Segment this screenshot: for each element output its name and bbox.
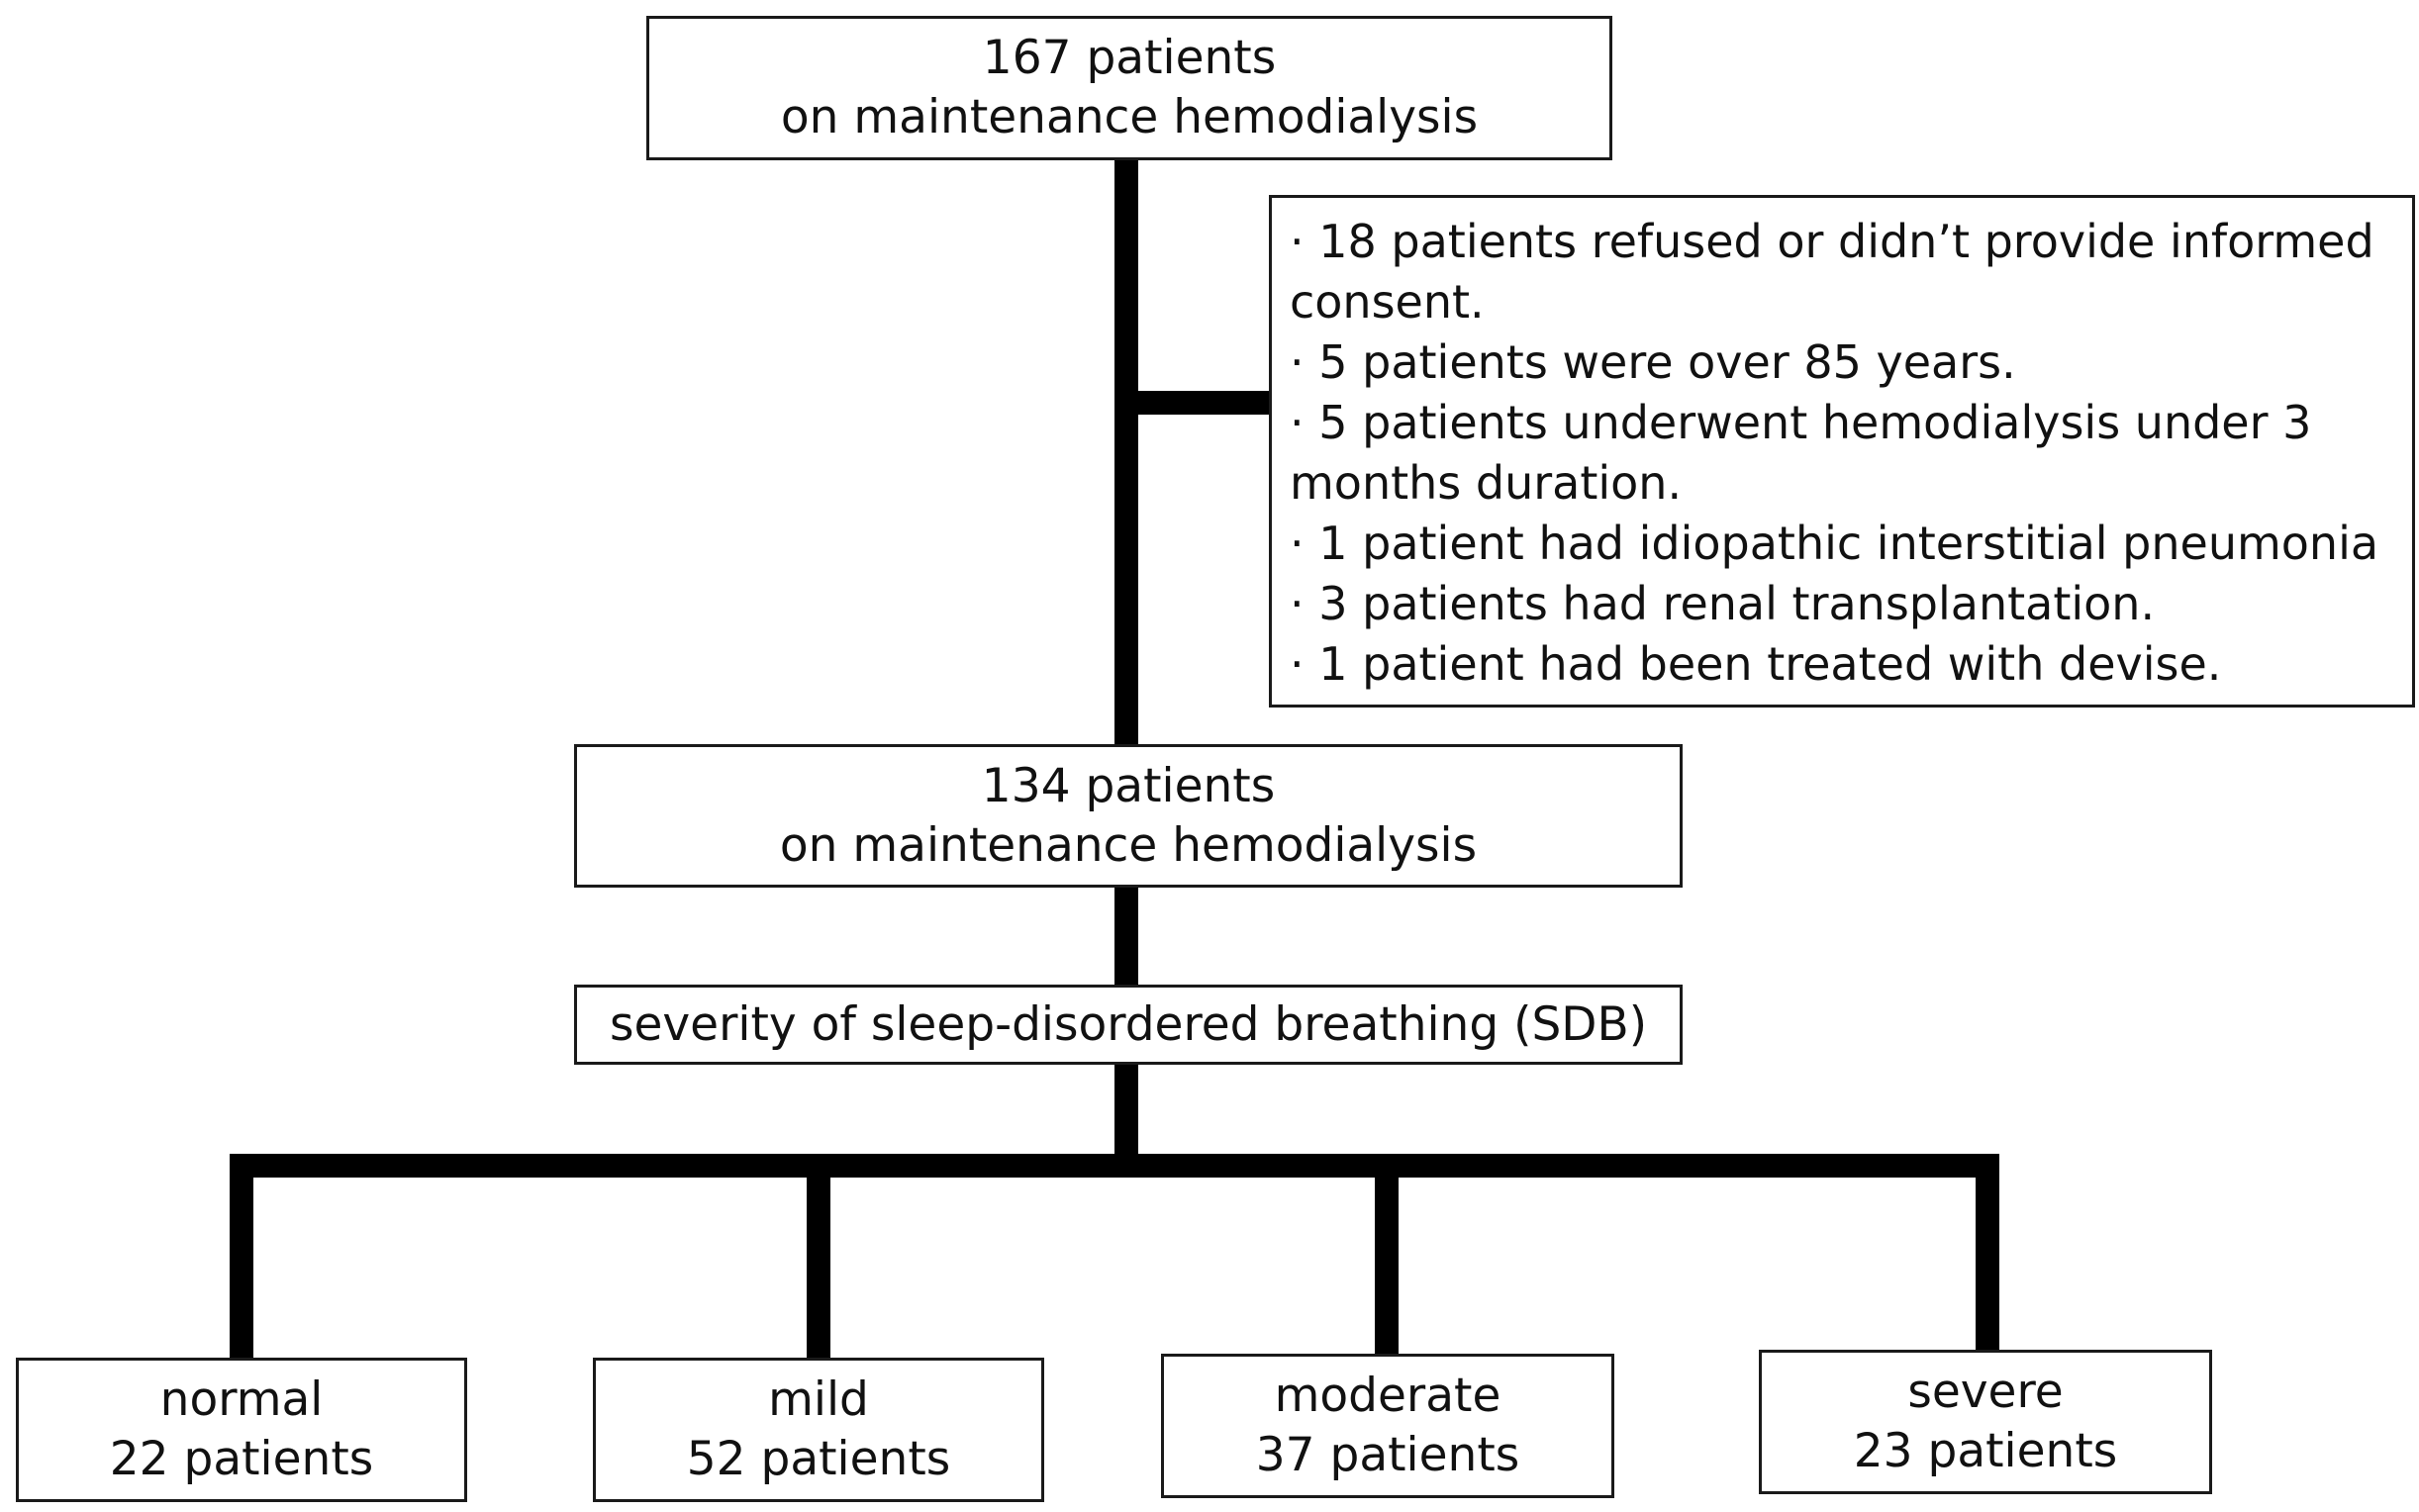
exclusion-line: · 5 patients were over 85 years. <box>1290 335 2016 389</box>
group-count: 52 patients <box>686 1432 951 1486</box>
group-category: moderate <box>1274 1369 1501 1423</box>
exclusion-line: · 3 patients had renal transplantation. <box>1290 577 2156 630</box>
top-box: 167 patients on maintenance hemodialysis <box>646 16 1612 160</box>
middle-box: 134 patients on maintenance hemodialysis <box>574 744 1683 888</box>
exclusion-line: · 18 patients refused or didn’t provide … <box>1290 215 2374 268</box>
group-category: normal <box>159 1372 324 1427</box>
connector-middle-to-severity <box>1114 886 1138 985</box>
branch-moderate-line <box>1375 1154 1399 1356</box>
exclusion-line: · 5 patients underwent hemodialysis unde… <box>1290 396 2312 449</box>
connector-top-to-middle <box>1114 160 1138 744</box>
group-count: 37 patients <box>1255 1428 1520 1482</box>
middle-box-label: on maintenance hemodialysis <box>779 817 1478 873</box>
group-box-moderate: moderate 37 patients <box>1161 1354 1614 1498</box>
branch-severe-line <box>1976 1154 1999 1352</box>
exclusion-criteria-box: · 18 patients refused or didn’t provide … <box>1269 195 2415 708</box>
top-box-count: 167 patients <box>982 31 1277 85</box>
connector-to-exclusions <box>1126 391 1269 415</box>
exclusion-line: · 1 patient had been treated with devise… <box>1290 637 2222 691</box>
branch-horizontal-line <box>230 1154 1999 1178</box>
severity-box-label: severity of sleep-disordered breathing (… <box>609 996 1648 1052</box>
group-count: 22 patients <box>109 1432 374 1486</box>
group-category: severe <box>1907 1365 2064 1419</box>
exclusion-line: consent. <box>1290 275 1485 329</box>
middle-box-count: 134 patients <box>981 758 1276 813</box>
group-count: 23 patients <box>1853 1424 2118 1478</box>
exclusion-line: · 1 patient had idiopathic interstitial … <box>1290 517 2379 570</box>
group-category: mild <box>768 1372 869 1427</box>
branch-mild-line <box>807 1154 830 1360</box>
branch-normal-line <box>230 1154 253 1360</box>
group-box-mild: mild 52 patients <box>593 1358 1044 1502</box>
connector-severity-to-branch <box>1114 1063 1138 1154</box>
group-box-normal: normal 22 patients <box>16 1358 467 1502</box>
top-box-label: on maintenance hemodialysis <box>780 90 1479 144</box>
group-box-severe: severe 23 patients <box>1759 1350 2212 1494</box>
severity-box: severity of sleep-disordered breathing (… <box>574 985 1683 1065</box>
exclusion-line: months duration. <box>1290 456 1683 510</box>
